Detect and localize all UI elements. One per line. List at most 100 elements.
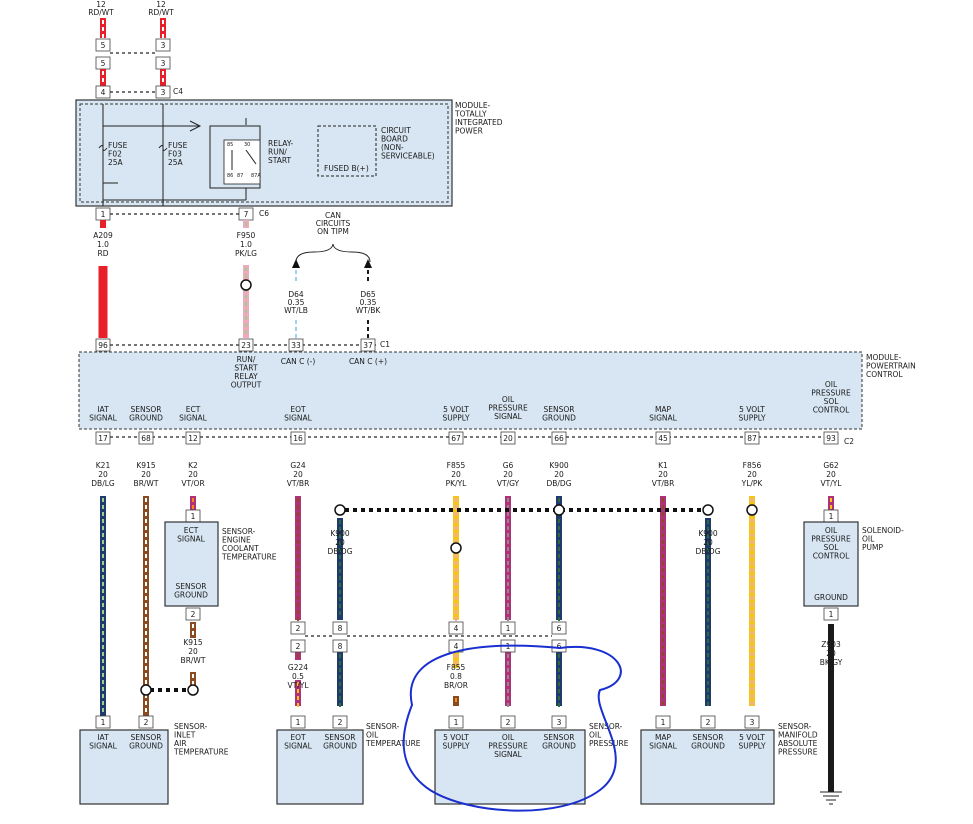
sensor-iat-gnd-label: GROUND [129, 742, 163, 751]
wire-k21-stripe [102, 610, 104, 614]
wire-f855-stripe [455, 589, 457, 593]
wire-k900-stripe [558, 589, 560, 593]
wire-k900-stripe [558, 596, 560, 600]
pin-inline-op-b-number: 6 [557, 642, 562, 651]
pcm-pin-label: SIGNAL [284, 414, 313, 423]
fuse-symbol-1 [98, 145, 108, 151]
wire-label-k915: BR/WT [134, 479, 159, 488]
pin-top-left-1 [95, 38, 111, 52]
sensor-oil-pressure-sup-label: SUPPLY [442, 742, 469, 751]
wire-f856-stripe [751, 610, 753, 614]
pin-pcm-bottom [138, 431, 154, 445]
highlight-circle [402, 644, 622, 812]
wire-k900-b-stripe [558, 661, 560, 665]
pin-top-right-3 [155, 85, 171, 99]
wire-k1-stripe [662, 533, 664, 537]
wire-a209-label: RD [98, 249, 109, 258]
wire-k900-right-stripe [707, 562, 709, 566]
wire-d65-label: D65 [360, 290, 376, 299]
pin-pcm-bottom [95, 431, 111, 445]
wire-z903 [828, 638, 834, 792]
pin-pcm-bottom [655, 431, 671, 445]
sensor-map-pin-number: 1 [661, 718, 666, 727]
connector-c6: C6 [259, 209, 269, 218]
wire-k900-stripe [558, 540, 560, 544]
wire-f856-stripe [751, 589, 753, 593]
wire-label-k900: K900 [549, 461, 568, 470]
wire-k900-stripe [558, 582, 560, 586]
wire-label-f855-b: 0.8 [450, 672, 462, 681]
wire-k915-stripe [145, 582, 147, 586]
fuse-symbol-2 [158, 145, 168, 151]
pcm-pin-label: PRESSURE [811, 389, 851, 398]
pcm-pin-label: IAT [97, 405, 109, 414]
can-circuits-note: CAN [325, 211, 341, 220]
wire-k900-stripe [558, 568, 560, 572]
wire-k900-right-stripe [707, 702, 709, 706]
wire-a209 [98, 266, 108, 338]
sol-ground-label: GROUND [814, 593, 848, 602]
wire-k900-left-stripe [339, 569, 341, 573]
splice-k900-right [702, 504, 714, 516]
pcm-pin-label: PRESSURE [488, 404, 528, 413]
sensor-oil-pressure-sig-label: OIL [502, 733, 515, 742]
pin-inline-eot-b-number: 2 [296, 642, 301, 651]
ect-title: TEMPERATURE [221, 553, 277, 562]
wire-k915-stripe [145, 589, 147, 593]
wire-f856-stripe [751, 582, 753, 586]
wire-label-g224: G224 [288, 663, 308, 672]
wire-k900-stripe [558, 617, 560, 621]
splice-k900 [553, 504, 565, 516]
sensor-map-pin [744, 715, 760, 729]
pin-inline-eot [332, 621, 348, 635]
pcm-pin-label: SIGNAL [494, 412, 523, 421]
wire-label-f855: PK/YL [446, 479, 468, 488]
sensor-map-pin [655, 715, 671, 729]
wire-k21-stripe [102, 512, 104, 516]
wire-k1-stripe [662, 561, 664, 565]
wire-k21-stripe [102, 694, 104, 698]
wire-label-k2: 20 [188, 470, 198, 479]
wire-g62-stripe [830, 498, 832, 502]
wire-label-k900-left: K900 [330, 529, 349, 538]
sensor-eot-gnd-label: SENSOR [325, 733, 356, 742]
wire-g6-b-stripe [507, 668, 509, 672]
sensor-iat-sig-label: IAT [97, 733, 109, 742]
pin-sol-2 [823, 607, 839, 621]
run-start-output-label: OUTPUT [231, 381, 262, 390]
sensor-eot-pin [332, 715, 348, 729]
wire-k900-stripe [558, 498, 560, 502]
wire-k1-stripe [662, 673, 664, 677]
wire-d64-top-stripe [295, 270, 297, 274]
wire-top-left-stripe [102, 34, 104, 38]
wire-g6-stripe [507, 512, 509, 516]
wire-k21-stripe [102, 596, 104, 600]
wire-k21-stripe [102, 540, 104, 544]
wire-f856-stripe [751, 652, 753, 656]
wire-k900-right-stripe [707, 667, 709, 671]
tipm-title: POWER [455, 127, 483, 136]
pin-sol-2-number: 1 [829, 610, 834, 619]
sol-control-label: PRESSURE [811, 535, 851, 544]
wire-label-k1: 20 [658, 470, 668, 479]
pin-inline-eot-b-number: 8 [338, 642, 343, 651]
sensor-oil-pressure-sup-label: 5 VOLT [443, 733, 469, 742]
wire-k900-left-b-stripe [339, 682, 341, 686]
pin-tipm-7-number: 7 [244, 210, 249, 219]
wire-k21-stripe [102, 666, 104, 670]
wire-k1-stripe [662, 631, 664, 635]
wire-label-g62: G62 [823, 461, 839, 470]
wire-k21-stripe [102, 561, 104, 565]
pin-pcm-bottom [823, 431, 839, 445]
wire-k21-stripe [102, 547, 104, 551]
pcm-pin-label: SUPPLY [738, 414, 765, 423]
wire-k900-right-stripe [707, 639, 709, 643]
wire-top-right-b-stripe [162, 71, 164, 75]
wire-f855-stripe [455, 575, 457, 579]
wire-k900-right-stripe [707, 576, 709, 580]
wire-f856-stripe [751, 701, 753, 705]
wire-f856 [749, 496, 755, 706]
wire-f855-mid [453, 652, 459, 668]
sensor-map-pin [700, 715, 716, 729]
wire-k21-stripe [102, 631, 104, 635]
